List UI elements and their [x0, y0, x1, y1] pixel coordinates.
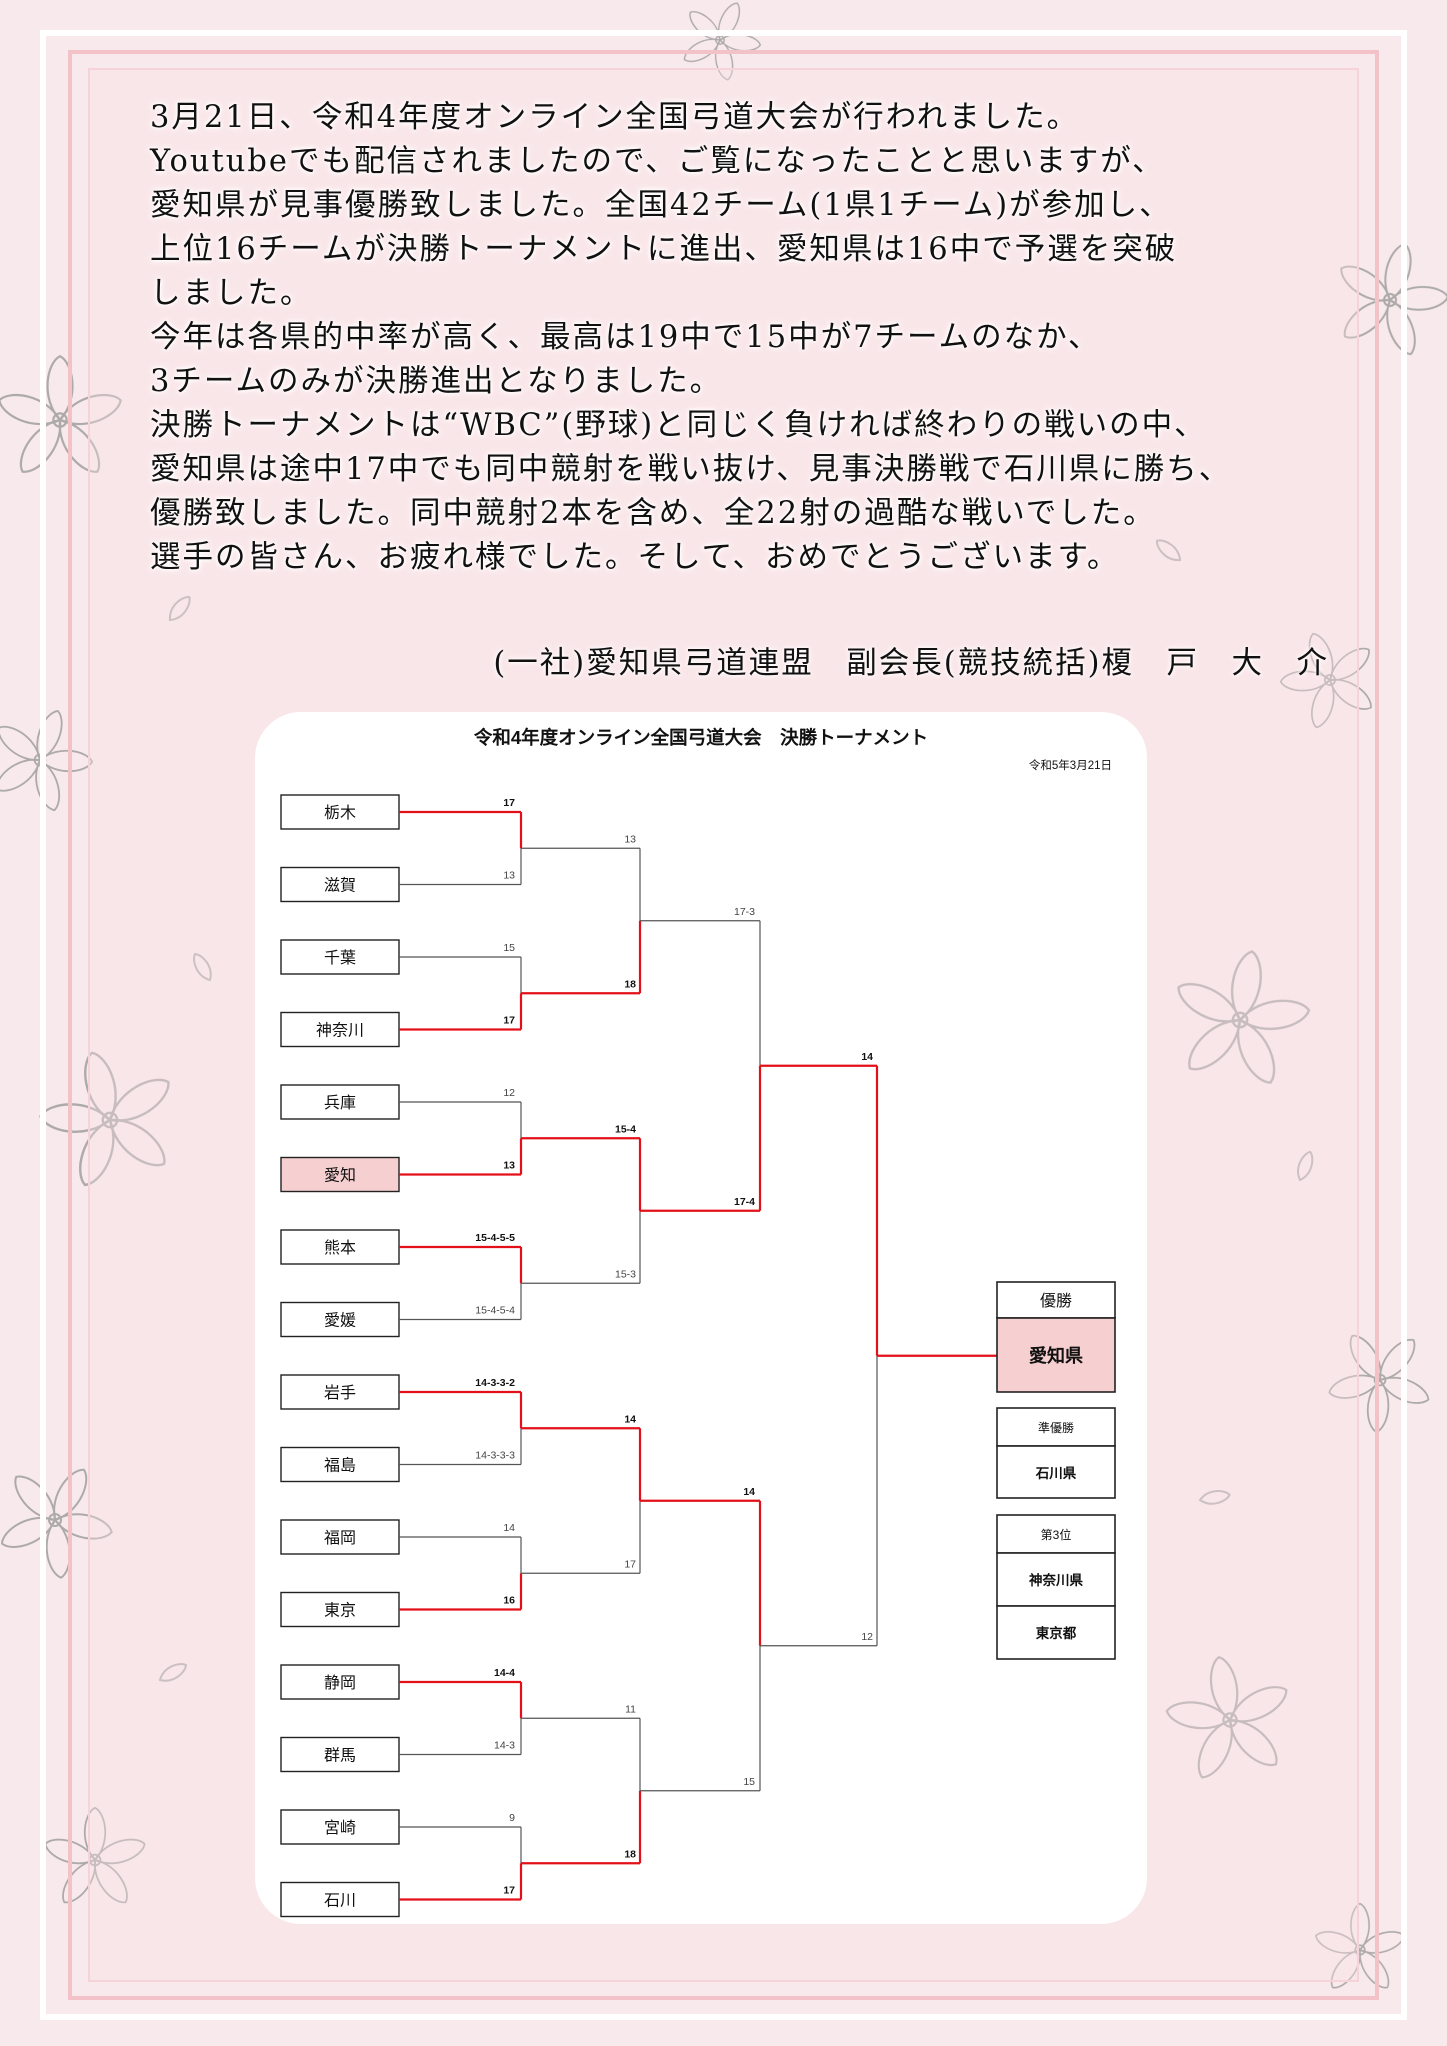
- r1-score: 9: [509, 1812, 515, 1824]
- r2-score: 15-4: [615, 1123, 636, 1135]
- team-name: 福島: [324, 1457, 356, 1475]
- team-name: 静岡: [324, 1674, 356, 1692]
- third-box: [996, 1605, 1116, 1660]
- message-line: 上位16チームが決勝トーナメントに進出、愛知県は16中で予選を突破: [150, 232, 1178, 267]
- r2-score: 15-3: [615, 1268, 636, 1280]
- r1-score: 17: [503, 1015, 515, 1027]
- message-line: 今年は各県的中率が高く、最高は19中で15中が7チームのなか、: [150, 320, 1101, 355]
- r1-score: 17: [503, 797, 515, 809]
- team-name: 群馬: [324, 1747, 356, 1765]
- team-name: 東京: [324, 1602, 356, 1620]
- third-name: 神奈川県: [1029, 1572, 1083, 1588]
- third-label: 第3位: [1041, 1527, 1072, 1542]
- team-box: [280, 1881, 400, 1918]
- team-name: 岩手: [324, 1384, 356, 1402]
- r3-score: 17-4: [734, 1196, 755, 1208]
- team-name: 宮崎: [324, 1819, 356, 1837]
- bracket-date: 令和5年3月21日: [1029, 758, 1112, 772]
- r2-score: 14: [624, 1413, 636, 1425]
- team-box: [280, 794, 400, 830]
- team-name: 栃木: [324, 804, 356, 822]
- message-line: 3月21日、令和4年度オンライン全国弓道大会が行われました。: [150, 100, 1080, 135]
- team-box: [280, 939, 400, 975]
- team-name: 愛媛: [324, 1312, 356, 1330]
- third-name: 東京都: [1036, 1625, 1077, 1641]
- team-box: [280, 1084, 400, 1120]
- message-line: 愛知県が見事優勝致しました。全国42チーム(1県1チーム)が参加し、: [150, 188, 1172, 223]
- r2-score: 18: [624, 978, 636, 990]
- team-name: 千葉: [324, 949, 356, 967]
- r1-score: 12: [503, 1087, 515, 1099]
- team-name: 熊本: [324, 1239, 356, 1257]
- r3-score: 14: [743, 1486, 755, 1498]
- runner-up-name: 石川県: [1035, 1466, 1077, 1481]
- message-line: 愛知県は途中17中でも同中競射を戦い抜け、見事決勝戦で石川県に勝ち、: [150, 452, 1232, 487]
- winner-name: 愛知県: [1029, 1345, 1083, 1366]
- team-name: 愛知: [324, 1167, 356, 1185]
- message-line: しました。: [150, 276, 313, 311]
- winner-label: 優勝: [1040, 1292, 1072, 1310]
- winner-box: [996, 1317, 1116, 1393]
- r2-score: 18: [624, 1848, 636, 1860]
- r1-score: 14-3-3-3: [475, 1450, 515, 1462]
- team-box: [280, 1736, 400, 1773]
- bracket-title: 令和4年度オンライン全国弓道大会 決勝トーナメント: [473, 727, 928, 748]
- runner-up-label: 準優勝: [1038, 1420, 1074, 1435]
- r1-score: 15-4-5-5: [475, 1232, 515, 1244]
- message-line: 優勝致しました。同中競射2本を含め、全22射の過酷な戦いでした。: [150, 496, 1156, 531]
- signature: (一社)愛知県弓道連盟 副会長(競技統括)榎 戸 大 介: [493, 646, 1329, 681]
- r1-score: 16: [503, 1595, 515, 1607]
- r1-score: 17: [503, 1885, 515, 1897]
- winner-label-box: [996, 1281, 1116, 1319]
- runner-up-label-box: [996, 1407, 1116, 1447]
- team-name: 滋賀: [324, 877, 356, 895]
- team-box: [280, 866, 400, 903]
- r2-score: 11: [625, 1703, 636, 1715]
- team-box: [280, 1156, 400, 1193]
- r3-score: 17-3: [734, 906, 755, 918]
- r4-score: 12: [861, 1631, 873, 1643]
- r2-score: 13: [624, 833, 636, 845]
- r1-score: 13: [503, 870, 515, 882]
- team-box: [280, 1374, 400, 1410]
- r2-score: 17: [624, 1558, 636, 1570]
- outer-white-frame: [40, 30, 1407, 2020]
- message-line: 決勝トーナメントは“WBC”(野球)と同じく負ければ終わりの戦いの中、: [150, 408, 1207, 443]
- runner-up-box: [996, 1445, 1116, 1499]
- r3-score: 15: [743, 1776, 755, 1788]
- r1-score: 15: [503, 942, 515, 954]
- r1-score: 14: [503, 1522, 515, 1534]
- r1-score: 14-3-3-2: [475, 1377, 515, 1389]
- r4-score: 14: [861, 1051, 873, 1063]
- team-box: [280, 1664, 400, 1700]
- team-name: 福岡: [324, 1529, 356, 1547]
- team-name: 神奈川: [316, 1022, 364, 1040]
- tournament-bracket: 令和4年度オンライン全国弓道大会 決勝トーナメント令和5年3月21日栃木滋賀千葉…: [280, 727, 1116, 1918]
- third-label-box: [996, 1514, 1116, 1554]
- team-name: 兵庫: [324, 1094, 356, 1112]
- r1-score: 15-4-5-4: [475, 1305, 515, 1317]
- message-line: 選手の皆さん、お疲れ様でした。そして、おめでとうございます。: [150, 540, 1120, 575]
- team-box: [280, 1011, 400, 1048]
- message-line: Youtubeでも配信されましたので、ご覧になったことと思いますが、: [150, 144, 1165, 179]
- message-text: 3月21日、令和4年度オンライン全国弓道大会が行われました。 Youtubeでも…: [150, 96, 1350, 580]
- message-line: 3チームのみが決勝進出となりました。: [150, 364, 723, 399]
- pink-frame: [68, 50, 1379, 2000]
- r1-score: 13: [503, 1160, 515, 1172]
- tournament-card: 令和4年度オンライン全国弓道大会 決勝トーナメント令和5年3月21日栃木滋賀千葉…: [255, 712, 1147, 1924]
- team-box: [280, 1519, 400, 1555]
- team-name: 石川: [324, 1893, 356, 1910]
- r1-score: 14-4: [494, 1667, 515, 1679]
- r1-score: 14-3: [494, 1740, 515, 1752]
